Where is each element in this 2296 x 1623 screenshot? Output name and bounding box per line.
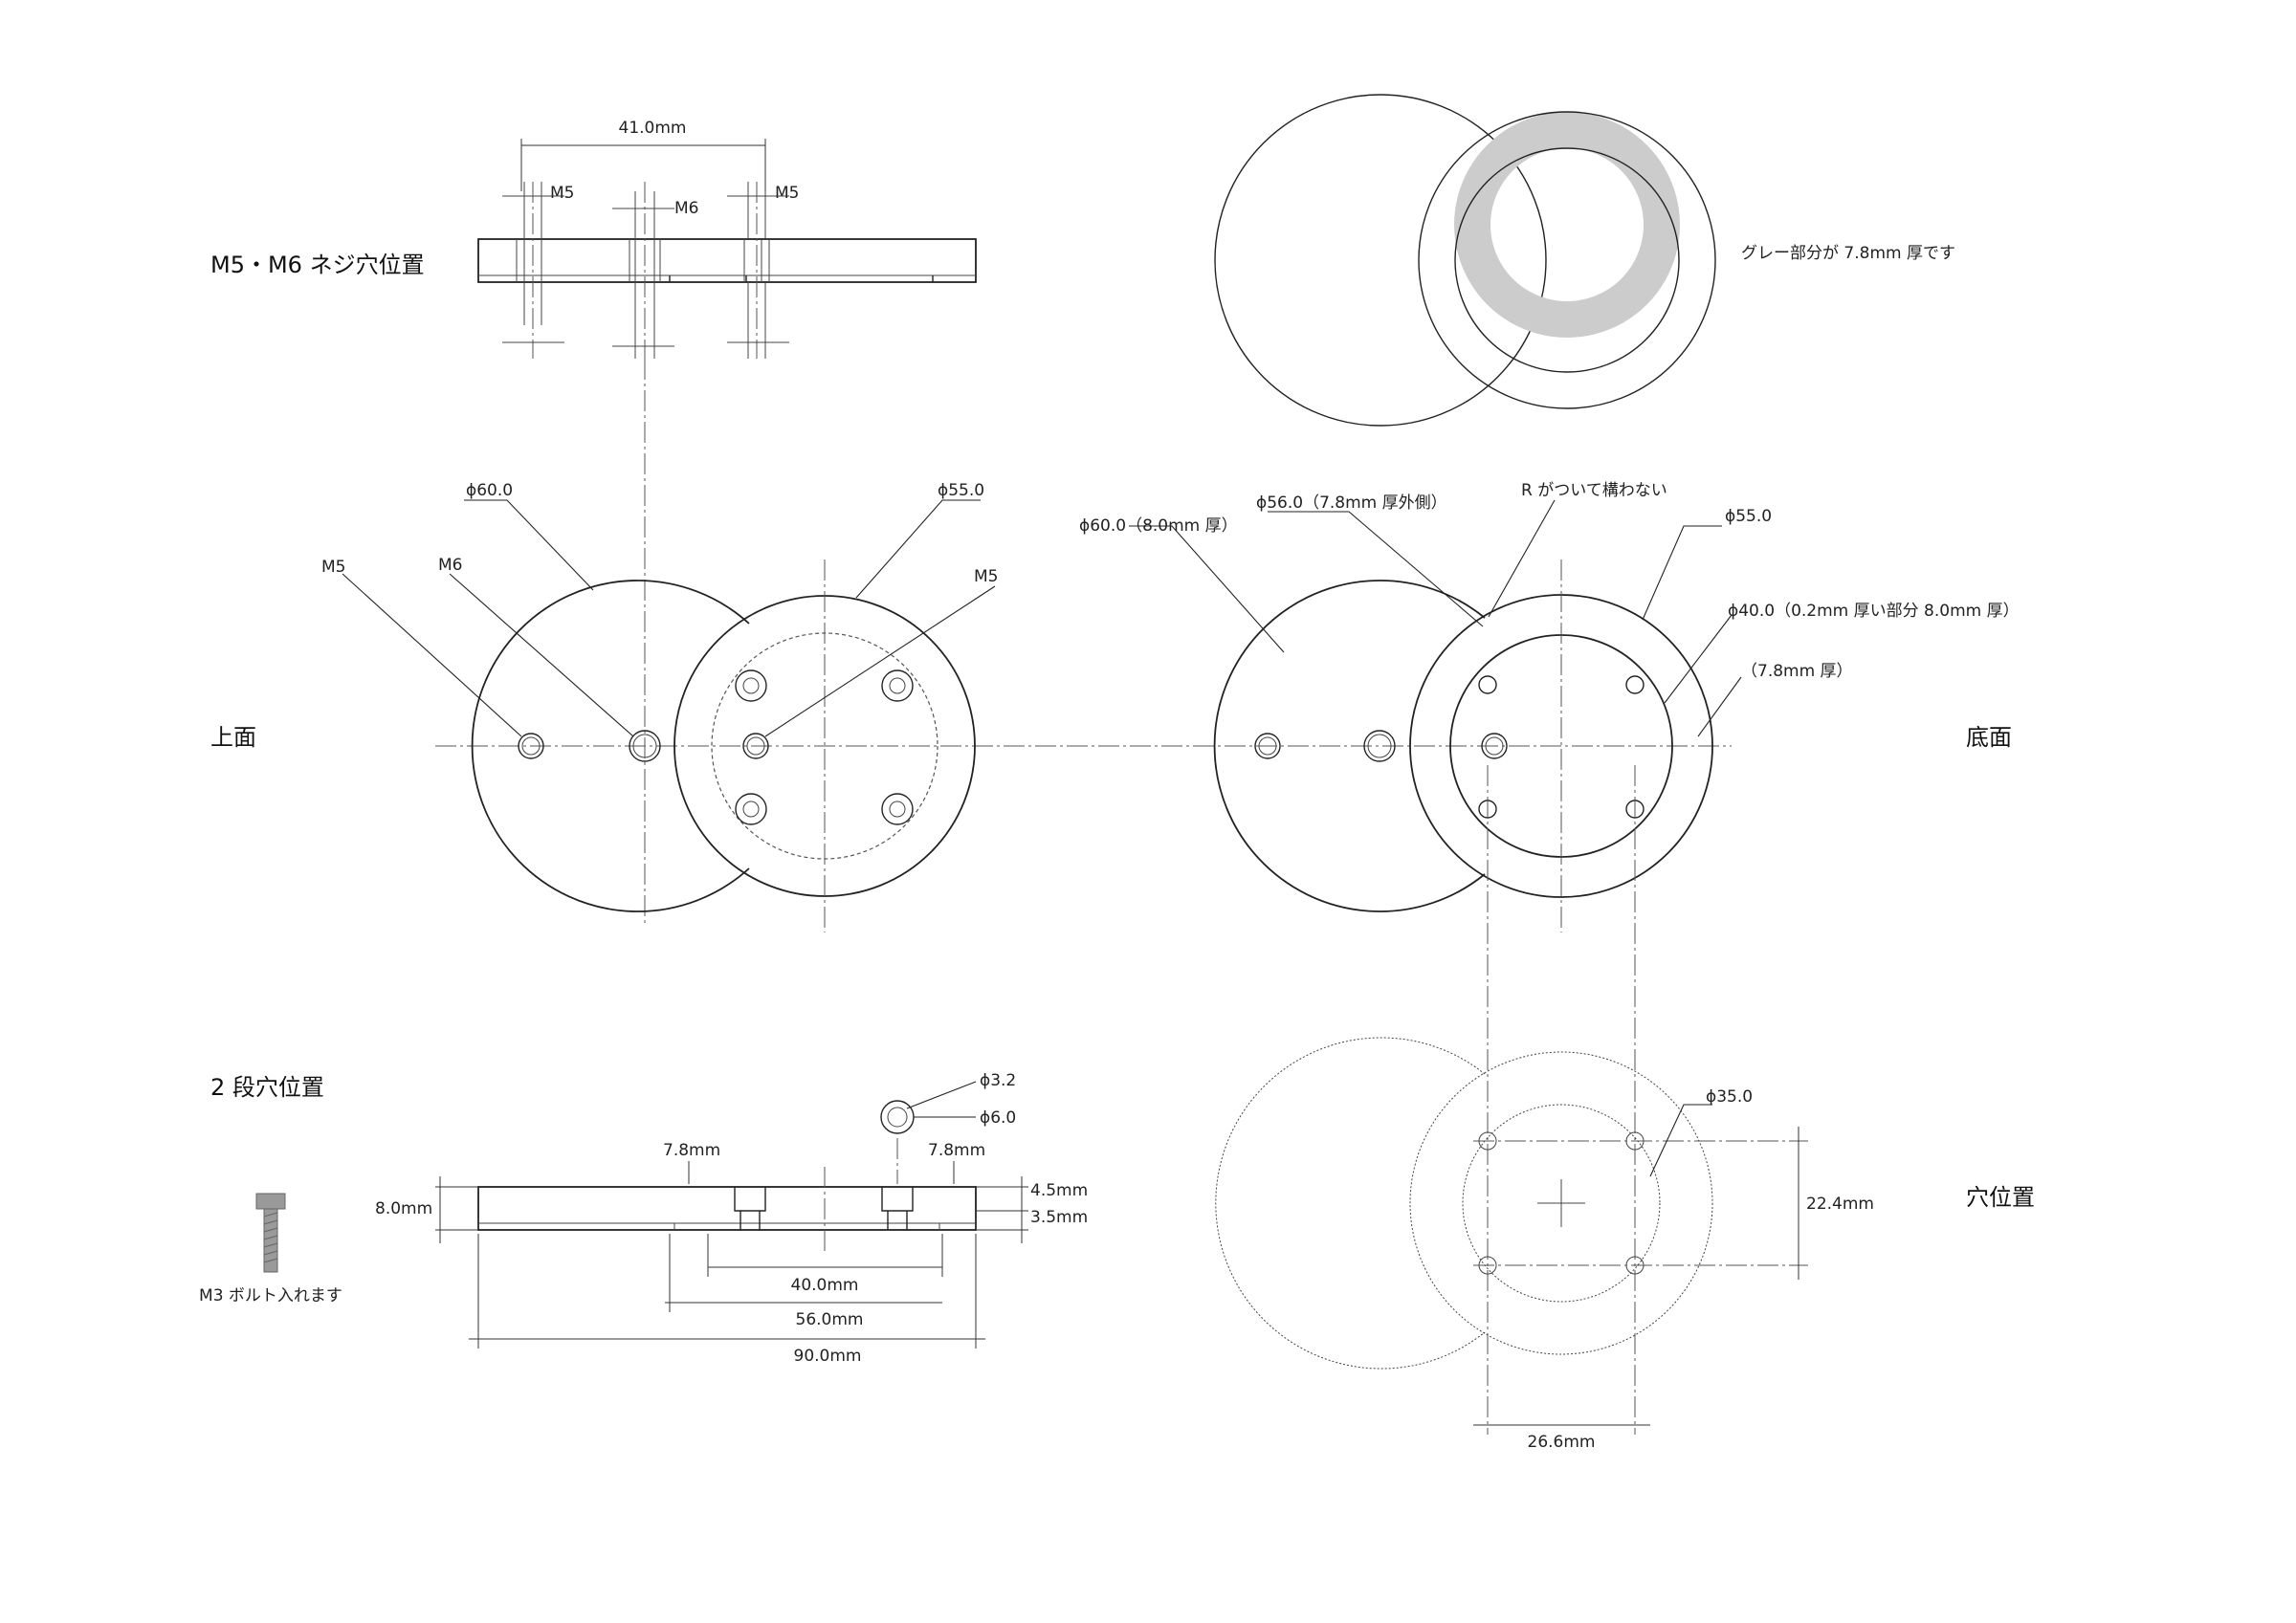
label-top-m5-right: M5 — [974, 567, 998, 586]
dim-41mm: 41.0mm — [619, 119, 687, 138]
heading-screw-holes: M5・M6 ネジ穴位置 — [210, 252, 425, 278]
label-bottom-d60: ϕ60.0（8.0mm 厚） — [1079, 516, 1238, 536]
gray-thickness-note: グレー部分が 7.8mm 厚です — [1741, 244, 1955, 263]
thickness-diagram: グレー部分が 7.8mm 厚です — [1214, 94, 1955, 427]
dim-90mm: 90.0mm — [794, 1347, 862, 1366]
hole-m6 — [629, 730, 661, 762]
bottom-view: ϕ60.0（8.0mm 厚） ϕ56.0（7.8mm 厚外側） R がついて構わ… — [1079, 481, 2020, 932]
hole-m5-left — [518, 733, 544, 759]
hole-view-outer-circle — [1215, 1037, 1486, 1370]
label-side-m6: M6 — [674, 199, 698, 218]
label-top-d55: ϕ55.0 — [938, 481, 984, 500]
hole-view-d35-circle — [1462, 1104, 1661, 1303]
section-plate — [477, 1186, 977, 1231]
label-d35: ϕ35.0 — [1706, 1087, 1753, 1107]
dim-45mm: 4.5mm — [1030, 1181, 1088, 1200]
label-top-m5-left: M5 — [321, 558, 345, 577]
top-view: ϕ60.0 ϕ55.0 M5 M6 M5 — [321, 481, 998, 932]
counterbore-holes — [735, 669, 914, 825]
label-d32: ϕ3.2 — [980, 1071, 1016, 1090]
label-side-m5-right: M5 — [775, 184, 799, 203]
dim-78-right: 7.8mm — [928, 1141, 985, 1160]
top-view-outer-circle — [471, 580, 750, 912]
counterbore-detail — [880, 1100, 915, 1134]
bolt-note: M3 ボルト入れます — [199, 1286, 342, 1305]
dim-78-left: 7.8mm — [663, 1141, 720, 1160]
label-side-m5-left: M5 — [550, 184, 574, 203]
side-view: 41.0mm M5 M6 M5 — [477, 119, 977, 359]
label-bottom-t78: （7.8mm 厚） — [1741, 662, 1853, 681]
label-bottom-d56: ϕ56.0（7.8mm 厚外側） — [1256, 493, 1447, 513]
dim-40mm: 40.0mm — [791, 1276, 859, 1295]
heading-hole-position: 穴位置 — [1966, 1184, 2035, 1211]
heading-bottom-view: 底面 — [1966, 724, 2012, 751]
label-d60-counterbore: ϕ6.0 — [980, 1108, 1016, 1128]
outline-circle-60 — [1214, 94, 1547, 427]
gray-ring — [1454, 112, 1681, 338]
side-view-plate — [477, 238, 977, 283]
hole-m5-right — [742, 733, 769, 759]
dim-266mm: 26.6mm — [1528, 1433, 1596, 1452]
label-bottom-d55: ϕ55.0 — [1725, 507, 1772, 526]
label-bottom-d40: ϕ40.0（0.2mm 厚い部分 8.0mm 厚） — [1728, 602, 2020, 621]
hole-view-inner-circle — [1409, 1051, 1713, 1355]
label-top-m6: M6 — [438, 556, 462, 575]
heading-two-step-holes: 2 段穴位置 — [210, 1074, 324, 1101]
dim-80mm: 8.0mm — [375, 1199, 432, 1218]
heading-top-view: 上面 — [210, 724, 256, 751]
section-view: ϕ3.2 ϕ6.0 7.8mm 7.8mm 8.0mm 4.5mm 3.5mm … — [375, 1071, 1088, 1366]
projection-lines — [1487, 765, 1636, 1435]
hole-position-view: 22.4mm 26.6mm ϕ35.0 — [1215, 1037, 1874, 1452]
label-bottom-r-note: R がついて構わない — [1521, 481, 1667, 500]
dim-35mm: 3.5mm — [1030, 1208, 1088, 1227]
bottom-view-outer-circle — [1213, 580, 1486, 912]
label-top-d60: ϕ60.0 — [466, 481, 513, 500]
dim-56mm: 56.0mm — [796, 1310, 864, 1329]
m3-bolt-icon: M3 ボルト入れます — [199, 1193, 342, 1305]
dim-224mm: 22.4mm — [1806, 1195, 1874, 1214]
